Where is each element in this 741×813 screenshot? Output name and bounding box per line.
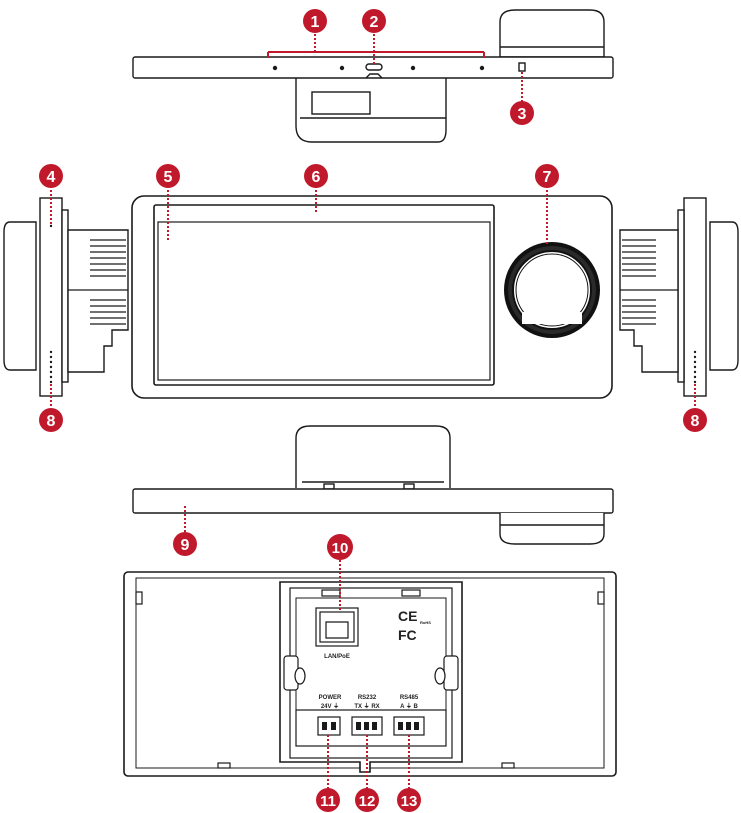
svg-text:13: 13 [401,793,418,810]
left-side-fins [68,239,128,325]
svg-text:8: 8 [47,413,56,430]
rs485-pins: A ⏚ B [400,703,418,710]
callout-5: 5 [156,164,180,188]
right-side-view [619,197,739,397]
ce-mark: CE [398,608,417,624]
callout-1: 1 [303,9,327,33]
svg-text:8: 8 [691,413,700,430]
svg-text:12: 12 [359,793,376,810]
fc-mark: FC [398,627,417,643]
svg-text:2: 2 [370,14,379,31]
callout-11: 11 [316,788,340,812]
callout-3: 3 [510,101,534,125]
right-side-fins [620,239,678,325]
callout-4: 4 [39,164,63,188]
lan-label: LAN/PoE [324,654,350,660]
left-side-view [3,197,129,397]
callout-2: 2 [362,9,386,33]
svg-text:10: 10 [332,540,349,557]
svg-text:7: 7 [543,169,552,186]
svg-text:11: 11 [320,793,336,810]
callout-8-right: 8 [683,408,707,432]
top-view [132,9,614,143]
rotary-knob [504,242,600,338]
rs485-title: RS485 [400,695,419,701]
svg-text:9: 9 [181,537,190,554]
svg-text:3: 3 [518,106,527,123]
callout-7: 7 [535,164,559,188]
callout-6: 6 [304,164,328,188]
callout-13: 13 [397,788,421,812]
callout-9: 9 [173,532,197,556]
left-side-holes [49,224,53,384]
power-title: POWER [319,695,342,701]
power-terminal [317,716,341,736]
right-side-holes [693,350,697,384]
terminal-pins [322,722,419,730]
callout-8-left: 8 [39,408,63,432]
rs232-title: RS232 [358,695,377,701]
callout-12: 12 [355,788,379,812]
svg-text:1: 1 [311,14,320,31]
rs232-pins: TX ⏚ RX [354,703,379,710]
power-pins: 24V ⏚ [321,703,339,710]
callout-10: 10 [327,534,353,560]
back-panel-details [135,589,605,769]
svg-text:5: 5 [164,169,173,186]
svg-text:4: 4 [47,169,56,186]
bottom-view [132,425,614,545]
rohs-mark: RoHS [420,620,431,625]
svg-text:6: 6 [312,169,321,186]
front-view [131,195,613,399]
